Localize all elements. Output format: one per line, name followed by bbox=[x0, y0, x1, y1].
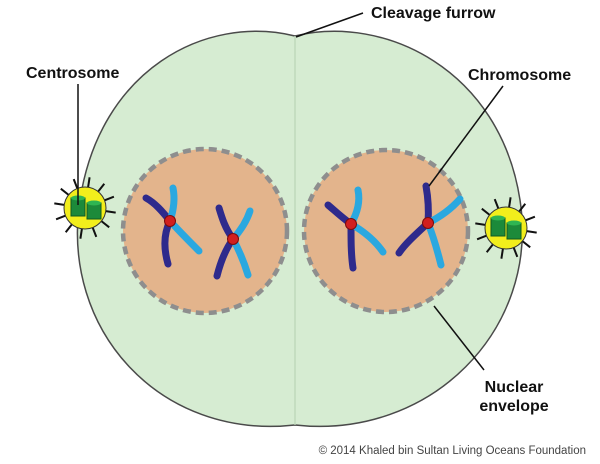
astral-ray bbox=[55, 214, 66, 221]
astral-ray bbox=[518, 203, 527, 213]
astral-ray bbox=[100, 220, 110, 229]
astral-ray bbox=[104, 195, 115, 202]
astral-ray bbox=[475, 222, 486, 226]
centriole-right-b bbox=[506, 220, 522, 240]
astral-ray bbox=[105, 210, 116, 214]
nucleus-right bbox=[301, 147, 471, 315]
astral-ray bbox=[60, 187, 70, 196]
centrosome-left bbox=[54, 177, 116, 239]
chromosome-2 bbox=[213, 204, 254, 280]
astral-ray bbox=[54, 202, 65, 206]
astral-rays-left bbox=[54, 177, 116, 239]
astral-ray bbox=[79, 228, 83, 239]
cleavage-furrow-label: Cleavage furrow bbox=[371, 5, 496, 22]
astral-ray bbox=[87, 177, 91, 188]
centriole-right-a bbox=[490, 215, 506, 237]
chromosome-3 bbox=[324, 186, 387, 272]
centriole-left-b bbox=[86, 200, 102, 220]
astral-ray bbox=[508, 197, 512, 208]
nuclear-envelope-label-line1: Nuclear bbox=[484, 379, 544, 396]
chromosome-4 bbox=[395, 182, 464, 269]
astral-ray bbox=[493, 198, 500, 209]
astral-ray bbox=[500, 248, 504, 259]
astral-ray bbox=[512, 247, 519, 258]
astral-ray bbox=[97, 183, 106, 193]
astral-ray bbox=[476, 234, 487, 241]
astral-ray bbox=[526, 230, 537, 234]
astral-ray bbox=[91, 227, 98, 238]
nuclear-envelope-label-line2: envelope bbox=[479, 398, 549, 415]
centrosome-label: Centrosome bbox=[26, 65, 120, 82]
astral-ray bbox=[525, 215, 536, 222]
copyright-credit: © 2014 Khaled bin Sultan Living Oceans F… bbox=[318, 445, 586, 457]
astral-ray bbox=[64, 223, 73, 233]
astral-ray bbox=[72, 178, 79, 189]
cleavage-furrow-leader bbox=[295, 12, 364, 38]
astral-ray bbox=[521, 240, 531, 249]
nuclear-envelope-leader bbox=[433, 305, 485, 371]
chromosome-leader bbox=[428, 85, 504, 187]
chromosome-1 bbox=[142, 184, 203, 268]
nuclear-envelope-label: Nuclear envelope bbox=[468, 378, 560, 416]
astral-rays-right bbox=[475, 197, 537, 259]
astral-ray bbox=[481, 207, 491, 216]
astral-ray bbox=[485, 243, 494, 253]
centrosome-right bbox=[475, 197, 537, 259]
nucleus-left bbox=[120, 146, 290, 316]
chromosome-label: Chromosome bbox=[468, 67, 572, 84]
